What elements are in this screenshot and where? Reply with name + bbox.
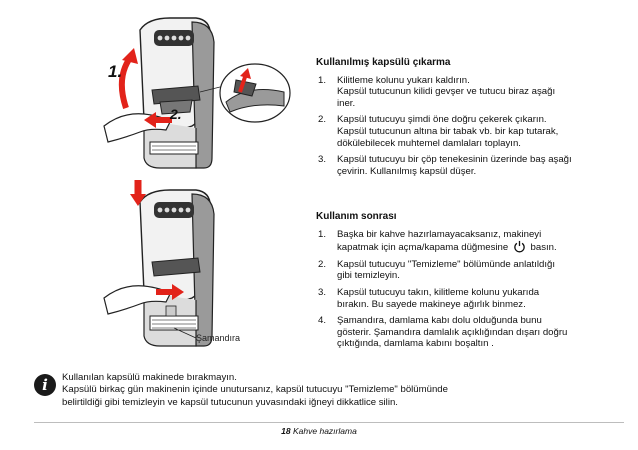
- item-text: gibi temizleyin.: [337, 270, 400, 282]
- section-title: Kullanılmış kapsülü çıkarma: [316, 57, 451, 68]
- illustration-after-use: [103, 180, 215, 347]
- item-text: gösterir. Şamandıra damlalık açıklığında…: [337, 326, 568, 338]
- section-title: Kullanım sonrası: [316, 211, 397, 222]
- item-text: Kapsül tutucunun altına bir tabak vb. bi…: [337, 125, 559, 137]
- list-item: 4. Şamandıra, damlama kabı dolu olduğund…: [316, 315, 616, 350]
- illustration-remove-capsule: [103, 17, 225, 169]
- item-number: 1.: [318, 228, 327, 240]
- item-number: 2.: [318, 258, 327, 270]
- item-text: kapatmak için açma/kapama düğmesine: [337, 242, 509, 254]
- page-number: 18: [281, 426, 291, 436]
- list-item: 1. Kilitleme kolunu yukarı kaldırın. Kap…: [316, 75, 616, 110]
- remove-capsule-section: Kullanılmış kapsülü çıkarma 1. Kilitleme…: [316, 57, 616, 182]
- item-text: basın.: [530, 242, 557, 254]
- power-button-icon: [514, 241, 525, 253]
- item-text: Kilitleme kolunu yukarı kaldırın.: [337, 74, 470, 86]
- float-label: Şamandıra: [196, 333, 241, 343]
- item-text: Kapsül tutucuyu "Temizleme" bölümünde an…: [337, 258, 555, 270]
- list-item: 1. Başka bir kahve hazırlamayacaksanız, …: [316, 229, 616, 254]
- page-footer: 18 Kahve hazırlama: [0, 426, 638, 436]
- instruction-list: 1. Başka bir kahve hazırlamayacaksanız, …: [316, 229, 616, 350]
- step-1-label: 1.: [108, 62, 123, 81]
- item-number: 3.: [318, 154, 327, 166]
- note-line: Kullanılan kapsülü makinede bırakmayın.: [62, 372, 237, 383]
- item-text: dökülebilecek muhtemel damlaları toplayı…: [337, 137, 521, 149]
- lever-detail-icon: [219, 63, 291, 123]
- chapter-title: Kahve hazırlama: [293, 426, 357, 436]
- item-text: Şamandıra, damlama kabı dolu olduğunda b…: [337, 315, 542, 327]
- item-text: çevirin. Kullanılmış kapsül düşer.: [337, 165, 477, 177]
- item-text: iner.: [337, 97, 356, 109]
- item-text: çıktığında, damlama kabını boşaltın .: [337, 338, 494, 350]
- item-text: Kapsül tutucuyu bir çöp tenekesinin üzer…: [337, 154, 572, 166]
- list-item: 2. Kapsül tutucuyu "Temizleme" bölümünde…: [316, 259, 616, 282]
- footer-divider: [34, 422, 624, 423]
- info-note: i Kullanılan kapsülü makinede bırakmayın…: [34, 372, 624, 409]
- instruction-list: 1. Kilitleme kolunu yukarı kaldırın. Kap…: [316, 75, 616, 178]
- item-text: Kapsül tutucuyu takın, kilitleme kolunu …: [337, 286, 540, 298]
- list-item: 3. Kapsül tutucuyu bir çöp tenekesinin ü…: [316, 154, 616, 177]
- note-line: belirtildiği gibi temizleyin ve kapsül t…: [62, 396, 398, 408]
- after-use-section: Kullanım sonrası 1. Başka bir kahve hazı…: [316, 211, 616, 355]
- item-text: Başka bir kahve hazırlamayacaksanız, mak…: [337, 228, 542, 240]
- item-text: Kapsül tutucunun kilidi gevşer ve tutucu…: [337, 86, 556, 98]
- item-text: bırakın. Bu sayede makineye ağırlık binm…: [337, 298, 526, 310]
- item-number: 1.: [318, 74, 327, 86]
- list-item: 2. Kapsül tutucuyu şimdi öne doğru çeker…: [316, 114, 616, 149]
- item-text: Kapsül tutucuyu şimdi öne doğru çekerek …: [337, 114, 547, 126]
- note-text: Kullanılan kapsülü makinede bırakmayın. …: [62, 372, 624, 409]
- item-number: 3.: [318, 286, 327, 298]
- item-number: 2.: [318, 114, 327, 126]
- item-number: 4.: [318, 315, 327, 327]
- note-line: Kapsülü birkaç gün makinenin içinde unut…: [62, 384, 448, 396]
- step-2-label: 2.: [170, 106, 182, 122]
- list-item: 3. Kapsül tutucuyu takın, kilitleme kolu…: [316, 287, 616, 310]
- info-icon: i: [34, 374, 56, 396]
